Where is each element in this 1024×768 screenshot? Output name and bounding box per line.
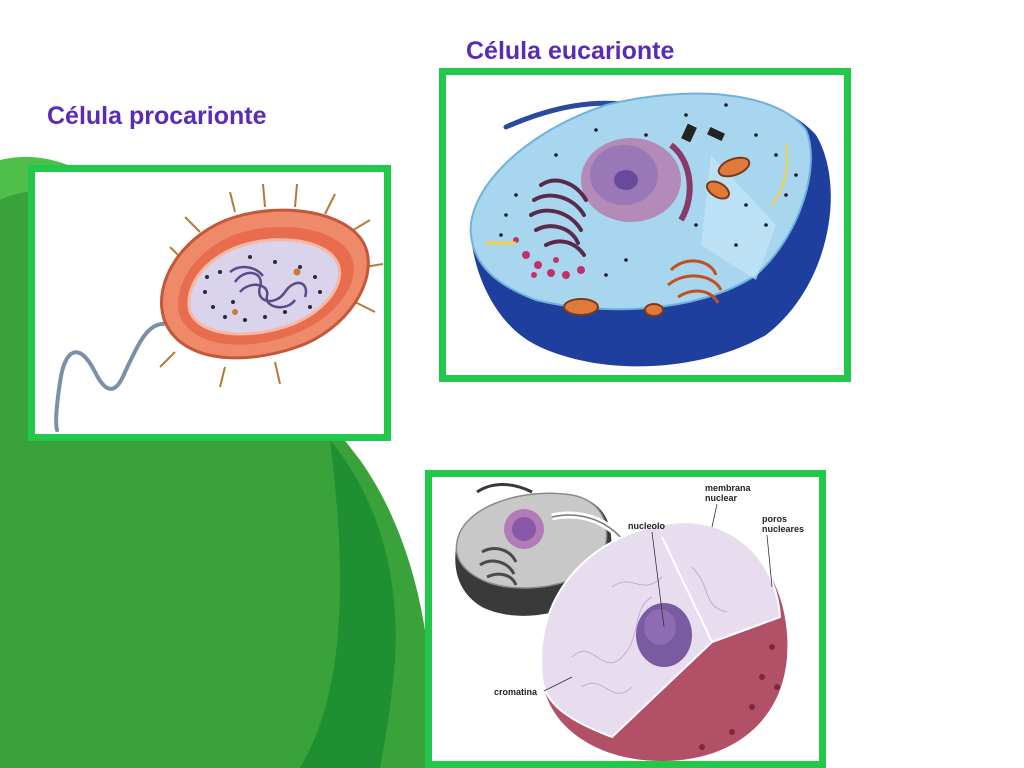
prokaryote-cell-panel: [28, 165, 391, 441]
label-membrana-nuclear-1: membrana: [705, 483, 752, 493]
label-nucleolo: nucleolo: [628, 521, 666, 531]
nucleus-detail-panel: membrana nuclear nucleolo poros nucleare…: [425, 470, 826, 768]
eukaryote-cell-panel: [439, 68, 851, 382]
eukaryote-cell-illustration: [469, 92, 831, 367]
nucleus-detail-illustration: membrana nuclear nucleolo poros nucleare…: [455, 483, 804, 761]
label-poros-nucleares-1: poros: [762, 514, 787, 524]
title-prokaryote: Célula procarionte: [47, 102, 267, 130]
label-poros-nucleares-2: nucleares: [762, 524, 804, 534]
label-cromatina: cromatina: [494, 687, 538, 697]
prokaryote-cell-illustration: [54, 183, 384, 432]
label-membrana-nuclear-2: nuclear: [705, 493, 738, 503]
title-eukaryote: Célula eucarionte: [466, 37, 675, 65]
